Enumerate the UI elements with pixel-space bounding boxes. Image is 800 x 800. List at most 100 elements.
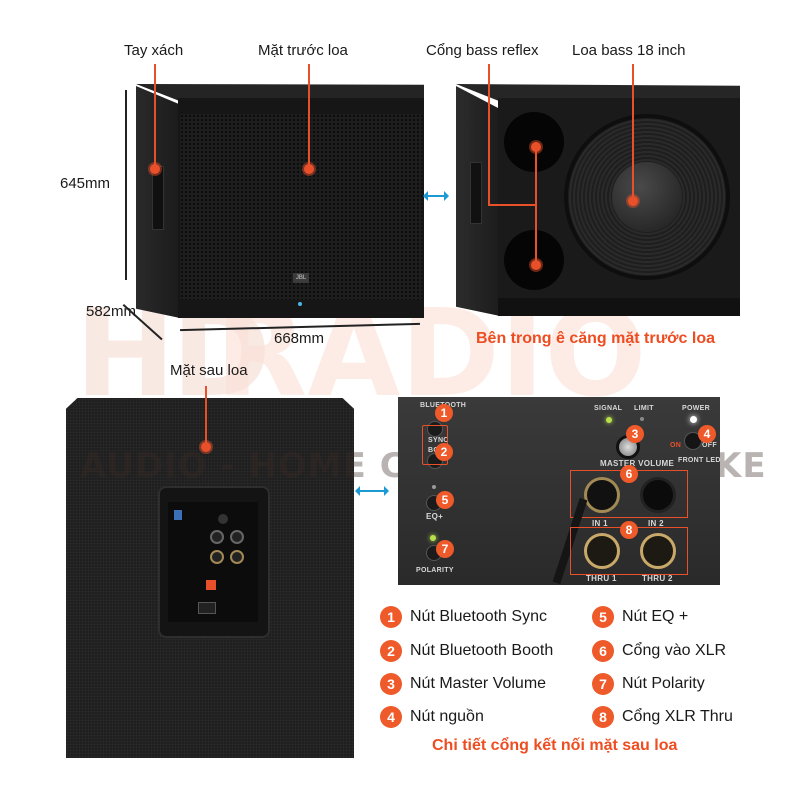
- rear-bluetooth-indicator: [174, 510, 182, 520]
- handle-recess: [152, 166, 164, 230]
- legend-number-6: 6: [592, 640, 614, 662]
- legend-text-8: Cổng XLR Thru: [622, 708, 733, 725]
- rear-xlr-in-1: [210, 530, 224, 544]
- callout-dot-port-top: [531, 142, 541, 152]
- callout-dot-front: [304, 164, 314, 174]
- panel-label-signal: SIGNAL: [594, 405, 623, 412]
- panel-label-off: OFF: [702, 442, 717, 449]
- label-handle: Tay xách: [124, 42, 184, 59]
- badge-7: 7: [436, 540, 454, 558]
- callout-line-port: [488, 64, 490, 206]
- panel-label-polarity: POLARITY: [416, 567, 454, 574]
- panel-label-master-volume: MASTER VOLUME: [600, 459, 675, 468]
- legend-item-4: 4 Nút nguồn: [380, 706, 484, 728]
- rear-power-inlet: [198, 602, 216, 614]
- legend-text-2: Nút Bluetooth Booth: [410, 642, 554, 659]
- legend-number-1: 1: [380, 606, 402, 628]
- badge-4: 4: [698, 425, 716, 443]
- label-rear-face: Mặt sau loa: [170, 362, 248, 379]
- dimension-depth-label: 582mm: [86, 303, 137, 320]
- legend-text-7: Nút Polarity: [622, 675, 705, 692]
- inside-speaker-top: [456, 84, 740, 102]
- xlr-thru-2[interactable]: [640, 533, 676, 569]
- callout-line-front: [308, 64, 310, 168]
- legend-number-3: 3: [380, 673, 402, 695]
- jbl-logo: JBL: [293, 273, 309, 283]
- panel-label-limit: LIMIT: [634, 405, 654, 412]
- inside-handle: [470, 162, 482, 224]
- xlr-input-2[interactable]: [640, 477, 676, 513]
- woofer-dust-cap: [612, 162, 682, 232]
- rear-speaker: [66, 398, 354, 758]
- panel-label-eq: EQ+: [426, 512, 444, 521]
- rear-amp-panel: [168, 502, 258, 622]
- callout-dot-rear: [201, 442, 211, 452]
- rear-xlr-in-2: [230, 530, 244, 544]
- panel-label-in2: IN 2: [648, 519, 664, 528]
- front-speaker-top: [136, 84, 424, 102]
- legend-text-4: Nút nguồn: [410, 708, 484, 725]
- inside-bottom-rail: [498, 298, 740, 316]
- legend-text-3: Nút Master Volume: [410, 675, 547, 692]
- dimension-height-label: 645mm: [60, 175, 111, 192]
- rear-xlr-thru-2: [230, 550, 244, 564]
- badge-6: 6: [620, 465, 638, 483]
- rear-xlr-thru-1: [210, 550, 224, 564]
- rear-jbl-logo: [206, 580, 216, 590]
- badge-8: 8: [620, 521, 638, 539]
- legend-item-5: 5 Nút EQ +: [592, 606, 688, 628]
- caption-inside-view: Bên trong ê căng mặt trước loa: [476, 330, 715, 347]
- legend-item-7: 7 Nút Polarity: [592, 673, 705, 695]
- callout-line-handle: [154, 64, 156, 168]
- panel-label-power: POWER: [682, 405, 710, 412]
- xlr-input-1[interactable]: [584, 477, 620, 513]
- callout-dot-handle: [150, 164, 160, 174]
- panel-label-sync: SYNC: [428, 437, 449, 444]
- legend-text-6: Cổng vào XLR: [622, 642, 727, 659]
- link-arrow-front-inside: [423, 191, 449, 201]
- callout-dot-woofer: [628, 196, 638, 206]
- legend-item-6: 6 Cổng vào XLR: [592, 640, 726, 662]
- legend-item-1: 1 Nút Bluetooth Sync: [380, 606, 547, 628]
- rear-volume-knob: [218, 514, 228, 524]
- connection-panel-detail: BLUETOOTH SYNC BOO SIGNAL LIMIT POWER MA…: [398, 397, 720, 585]
- front-grille: [180, 114, 422, 300]
- legend-number-4: 4: [380, 706, 402, 728]
- eq-led: [432, 485, 436, 489]
- label-woofer: Loa bass 18 inch: [572, 42, 686, 59]
- legend-text-5: Nút EQ +: [622, 608, 689, 625]
- legend-number-8: 8: [592, 706, 614, 728]
- xlr-thru-1[interactable]: [584, 533, 620, 569]
- callout-line-port-branch: [488, 204, 536, 206]
- badge-2: 2: [435, 443, 453, 461]
- callout-line-woofer: [632, 64, 634, 200]
- limit-led: [640, 417, 644, 421]
- rear-amp-plate: [158, 486, 270, 638]
- power-led: [690, 416, 697, 423]
- panel-label-thru1: THRU 1: [586, 574, 617, 583]
- callout-line-rear: [205, 386, 207, 446]
- panel-label-thru2: THRU 2: [642, 574, 673, 583]
- legend-item-2: 2 Nút Bluetooth Booth: [380, 640, 553, 662]
- legend-item-3: 3 Nút Master Volume: [380, 673, 546, 695]
- legend-number-2: 2: [380, 640, 402, 662]
- legend-number-7: 7: [592, 673, 614, 695]
- signal-led: [606, 417, 612, 423]
- dimension-width-label: 668mm: [274, 330, 325, 347]
- legend-text-1: Nút Bluetooth Sync: [410, 608, 547, 625]
- front-led-indicator: [298, 302, 302, 306]
- badge-3: 3: [626, 425, 644, 443]
- panel-label-in1: IN 1: [592, 519, 608, 528]
- legend-number-5: 5: [592, 606, 614, 628]
- link-arrow-rear-panel: [355, 486, 389, 496]
- panel-label-on: ON: [670, 442, 682, 449]
- dimension-height-arrow: [125, 90, 127, 280]
- badge-5: 5: [436, 491, 454, 509]
- caption-rear-panel: Chi tiết cổng kết nối mặt sau loa: [432, 737, 678, 754]
- label-front-face: Mặt trước loa: [258, 42, 348, 59]
- woofer-18-inch: [564, 114, 730, 280]
- badge-1: 1: [435, 404, 453, 422]
- inside-speaker-face: [498, 98, 740, 316]
- front-speaker-face: JBL: [178, 98, 424, 318]
- callout-line-port-vertical: [535, 146, 537, 264]
